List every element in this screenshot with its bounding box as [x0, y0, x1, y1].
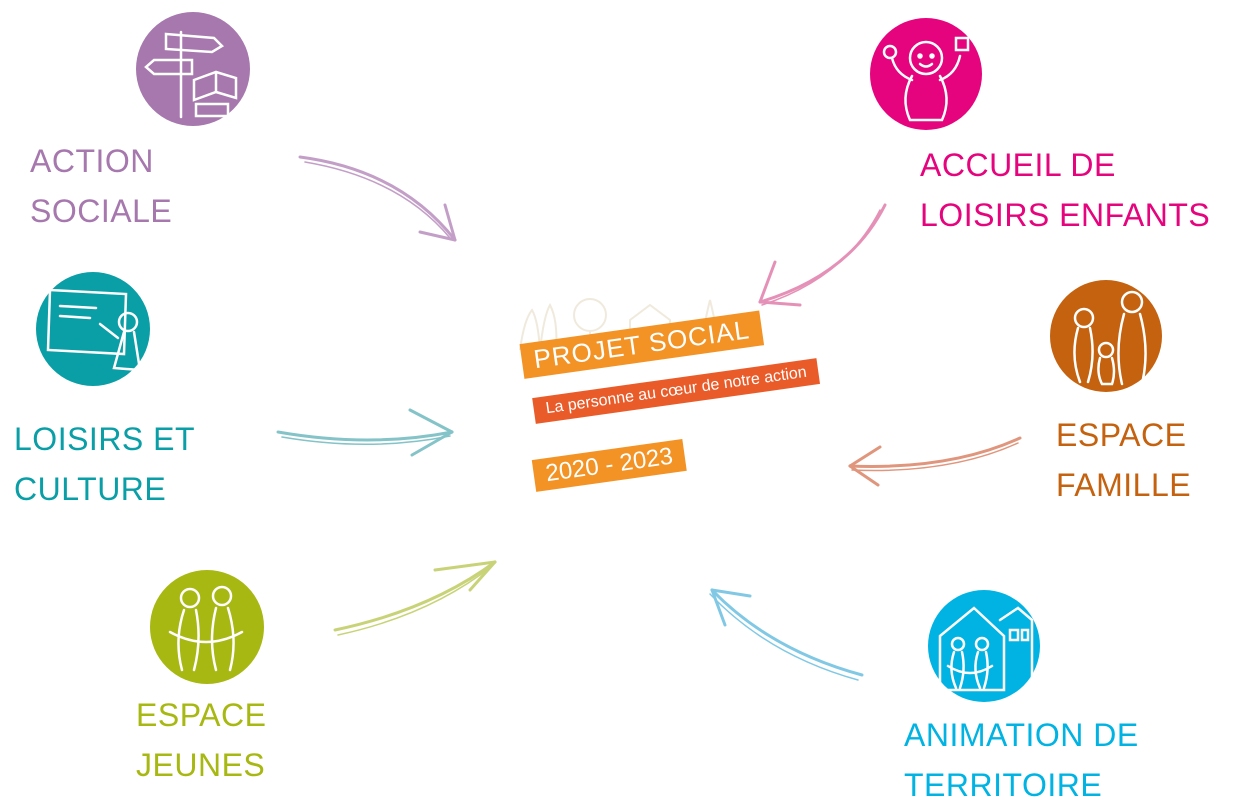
projet-social-center: PROJET SOCIAL La personne au cœur de not…	[510, 290, 900, 520]
house-people-icon	[928, 590, 1040, 702]
arrow-loisirs-culture	[276, 408, 454, 457]
family-icon	[1050, 280, 1162, 392]
arrow-espace-jeunes	[333, 560, 497, 636]
label-espace-famille-line2: FAMILLE	[1056, 467, 1192, 503]
label-accueil-loisirs-line1: ACCUEIL DE	[920, 147, 1116, 183]
label-action-sociale-line1: ACTION	[30, 143, 154, 179]
label-espace-jeunes-line1: ESPACE	[136, 697, 267, 733]
label-espace-jeunes-line2: JEUNES	[136, 747, 266, 783]
arrow-espace-famille	[848, 436, 1022, 487]
teacher-board-icon	[36, 272, 150, 386]
label-loisirs-culture-line1: LOISIRS ET	[14, 421, 196, 457]
youth-people-icon	[150, 570, 264, 684]
arrow-animation-territoire	[709, 588, 864, 681]
label-loisirs-culture-line2: CULTURE	[14, 471, 167, 507]
child-play-icon	[870, 18, 982, 130]
label-animation-territoire-line2: TERRITOIRE	[904, 767, 1103, 803]
signpost-icon	[136, 12, 250, 126]
arrow-accueil-loisirs	[758, 203, 887, 307]
arrow-action-sociale	[298, 155, 457, 242]
center-years: 2020 - 2023	[531, 438, 687, 492]
label-action-sociale-line2: SOCIALE	[30, 193, 173, 229]
label-animation-territoire-line1: ANIMATION DE	[904, 717, 1139, 753]
label-espace-famille-line1: ESPACE	[1056, 417, 1187, 453]
label-accueil-loisirs-line2: LOISIRS ENFANTS	[920, 197, 1211, 233]
